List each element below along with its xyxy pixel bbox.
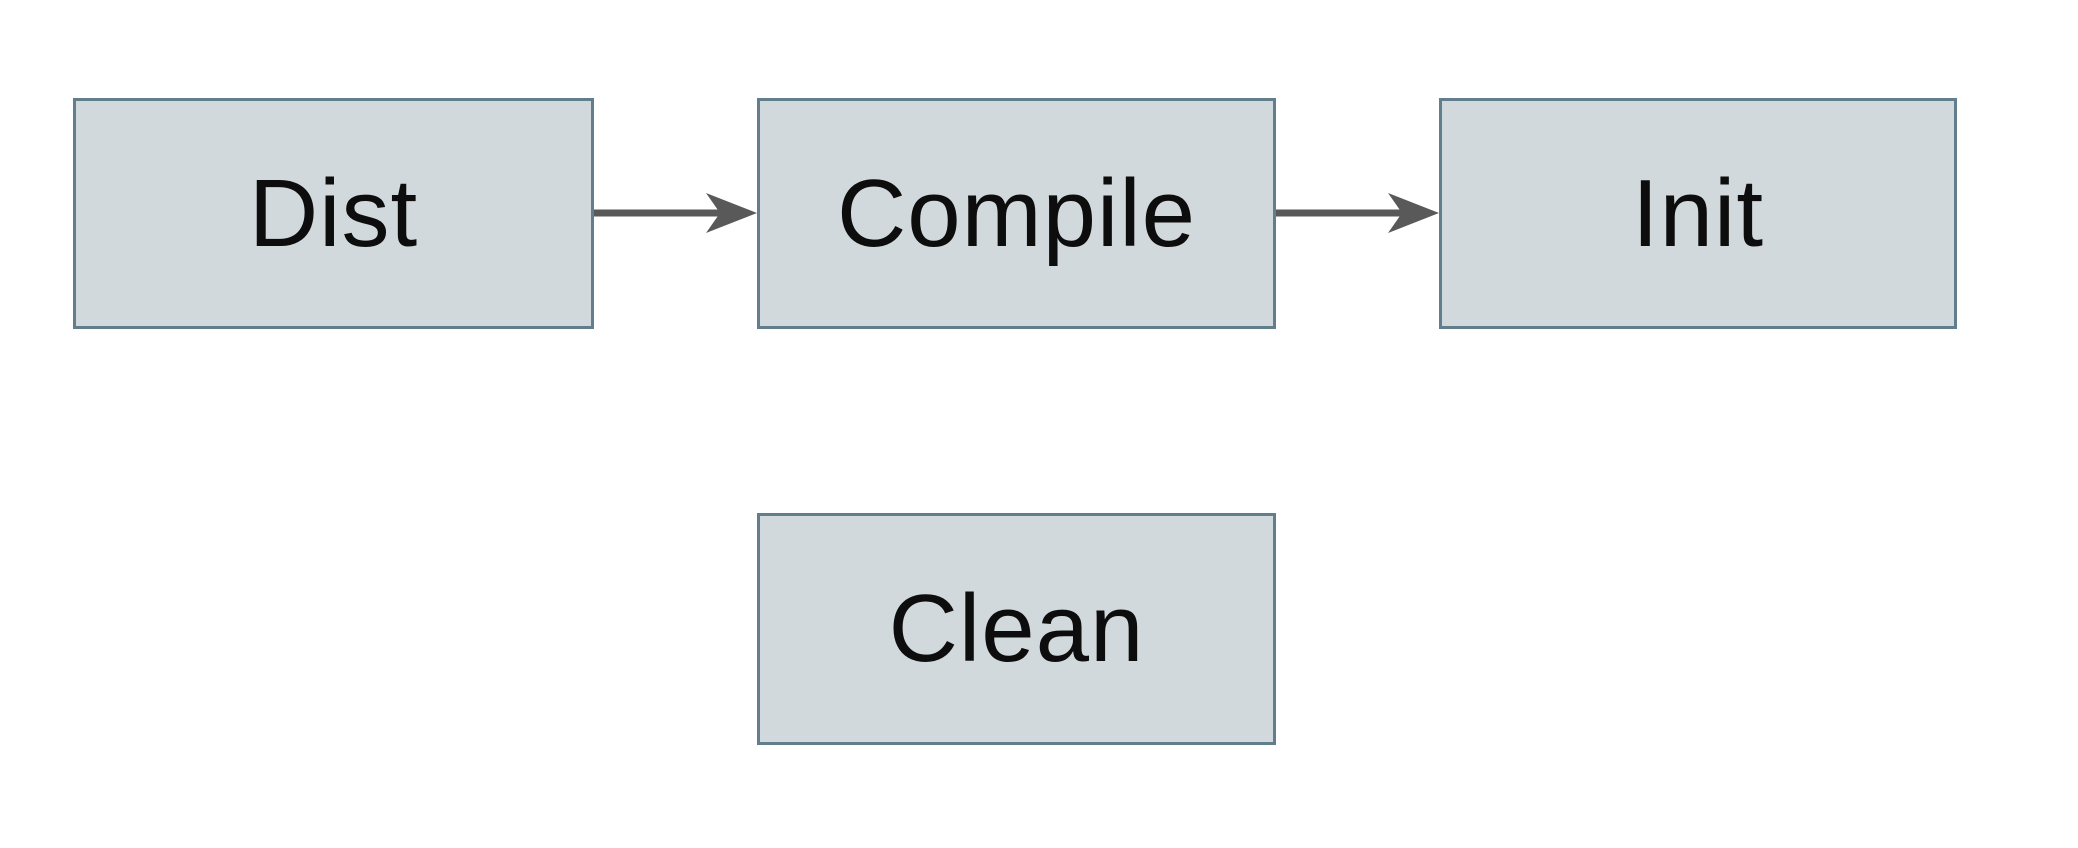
node-clean-label: Clean (888, 575, 1145, 682)
node-dist-label: Dist (248, 159, 419, 267)
node-init-label: Init (1631, 159, 1765, 267)
node-clean: Clean (757, 513, 1276, 745)
arrow-dist-to-compile (594, 193, 757, 233)
node-init: Init (1439, 98, 1957, 329)
node-compile-label: Compile (836, 159, 1197, 267)
arrow-compile-to-init (1276, 193, 1439, 233)
node-dist: Dist (73, 98, 594, 329)
node-compile: Compile (757, 98, 1276, 329)
